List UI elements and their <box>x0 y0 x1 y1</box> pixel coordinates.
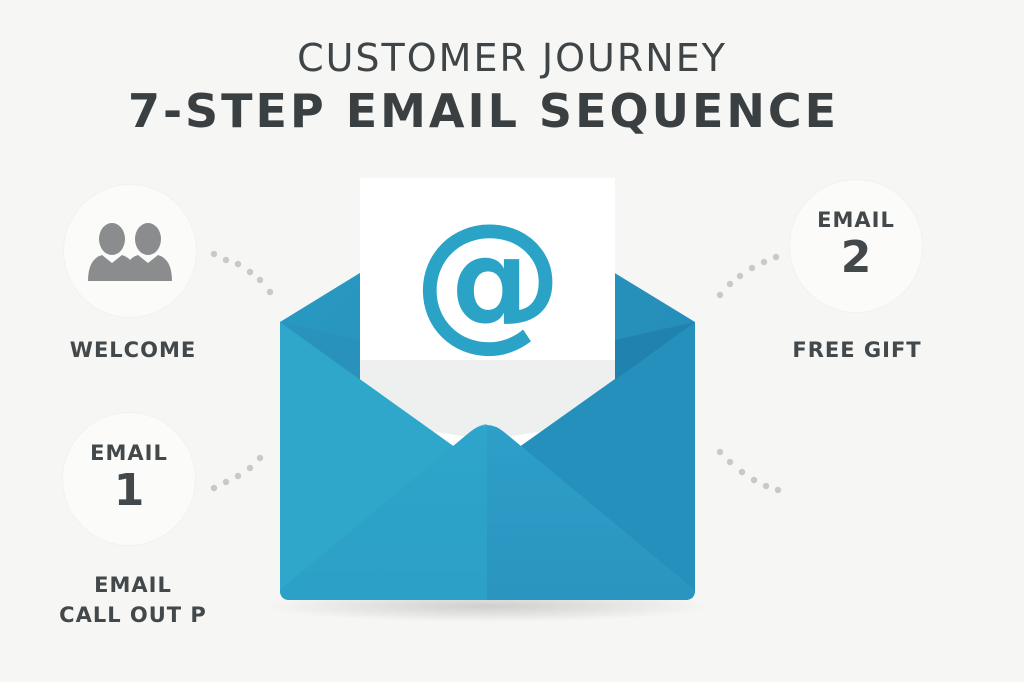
step-free-gift-label: FREE GIFT <box>792 338 922 362</box>
envelope-right-inner-fold <box>615 322 695 380</box>
title-line-2: 7-STEP EMAIL SEQUENCE <box>127 84 840 138</box>
title-line-1: CUSTOMER JOURNEY <box>297 36 727 80</box>
step-welcome-label: WELCOME <box>69 338 197 362</box>
connector-email-2 <box>716 253 780 299</box>
connector-welcome <box>210 250 274 296</box>
step-email-callout-line-1: EMAIL <box>94 573 172 597</box>
at-icon: @ <box>413 192 563 366</box>
envelope-left-flap <box>280 322 487 590</box>
step-email-1-number: 1 <box>113 465 145 517</box>
connector-right-lower <box>716 448 782 494</box>
step-email-2-circle: EMAIL 2 <box>790 180 922 312</box>
step-email-callout-label: EMAIL CALL OUT P <box>55 570 211 630</box>
envelope-front-left <box>280 424 487 600</box>
step-email-2-number: 2 <box>840 232 872 284</box>
connector-email-1 <box>210 454 264 492</box>
step-welcome-circle <box>64 185 196 317</box>
letter-shade <box>360 360 615 440</box>
step-email-2-word: EMAIL <box>817 208 895 233</box>
step-email-1-word: EMAIL <box>90 441 168 466</box>
envelope-right-flap <box>487 322 695 590</box>
step-email-1-circle: EMAIL 1 <box>63 413 195 545</box>
step-email-callout-line-2: CALL OUT P <box>59 603 207 627</box>
users-icon <box>88 223 172 281</box>
envelope-left-inner-fold <box>280 322 360 380</box>
